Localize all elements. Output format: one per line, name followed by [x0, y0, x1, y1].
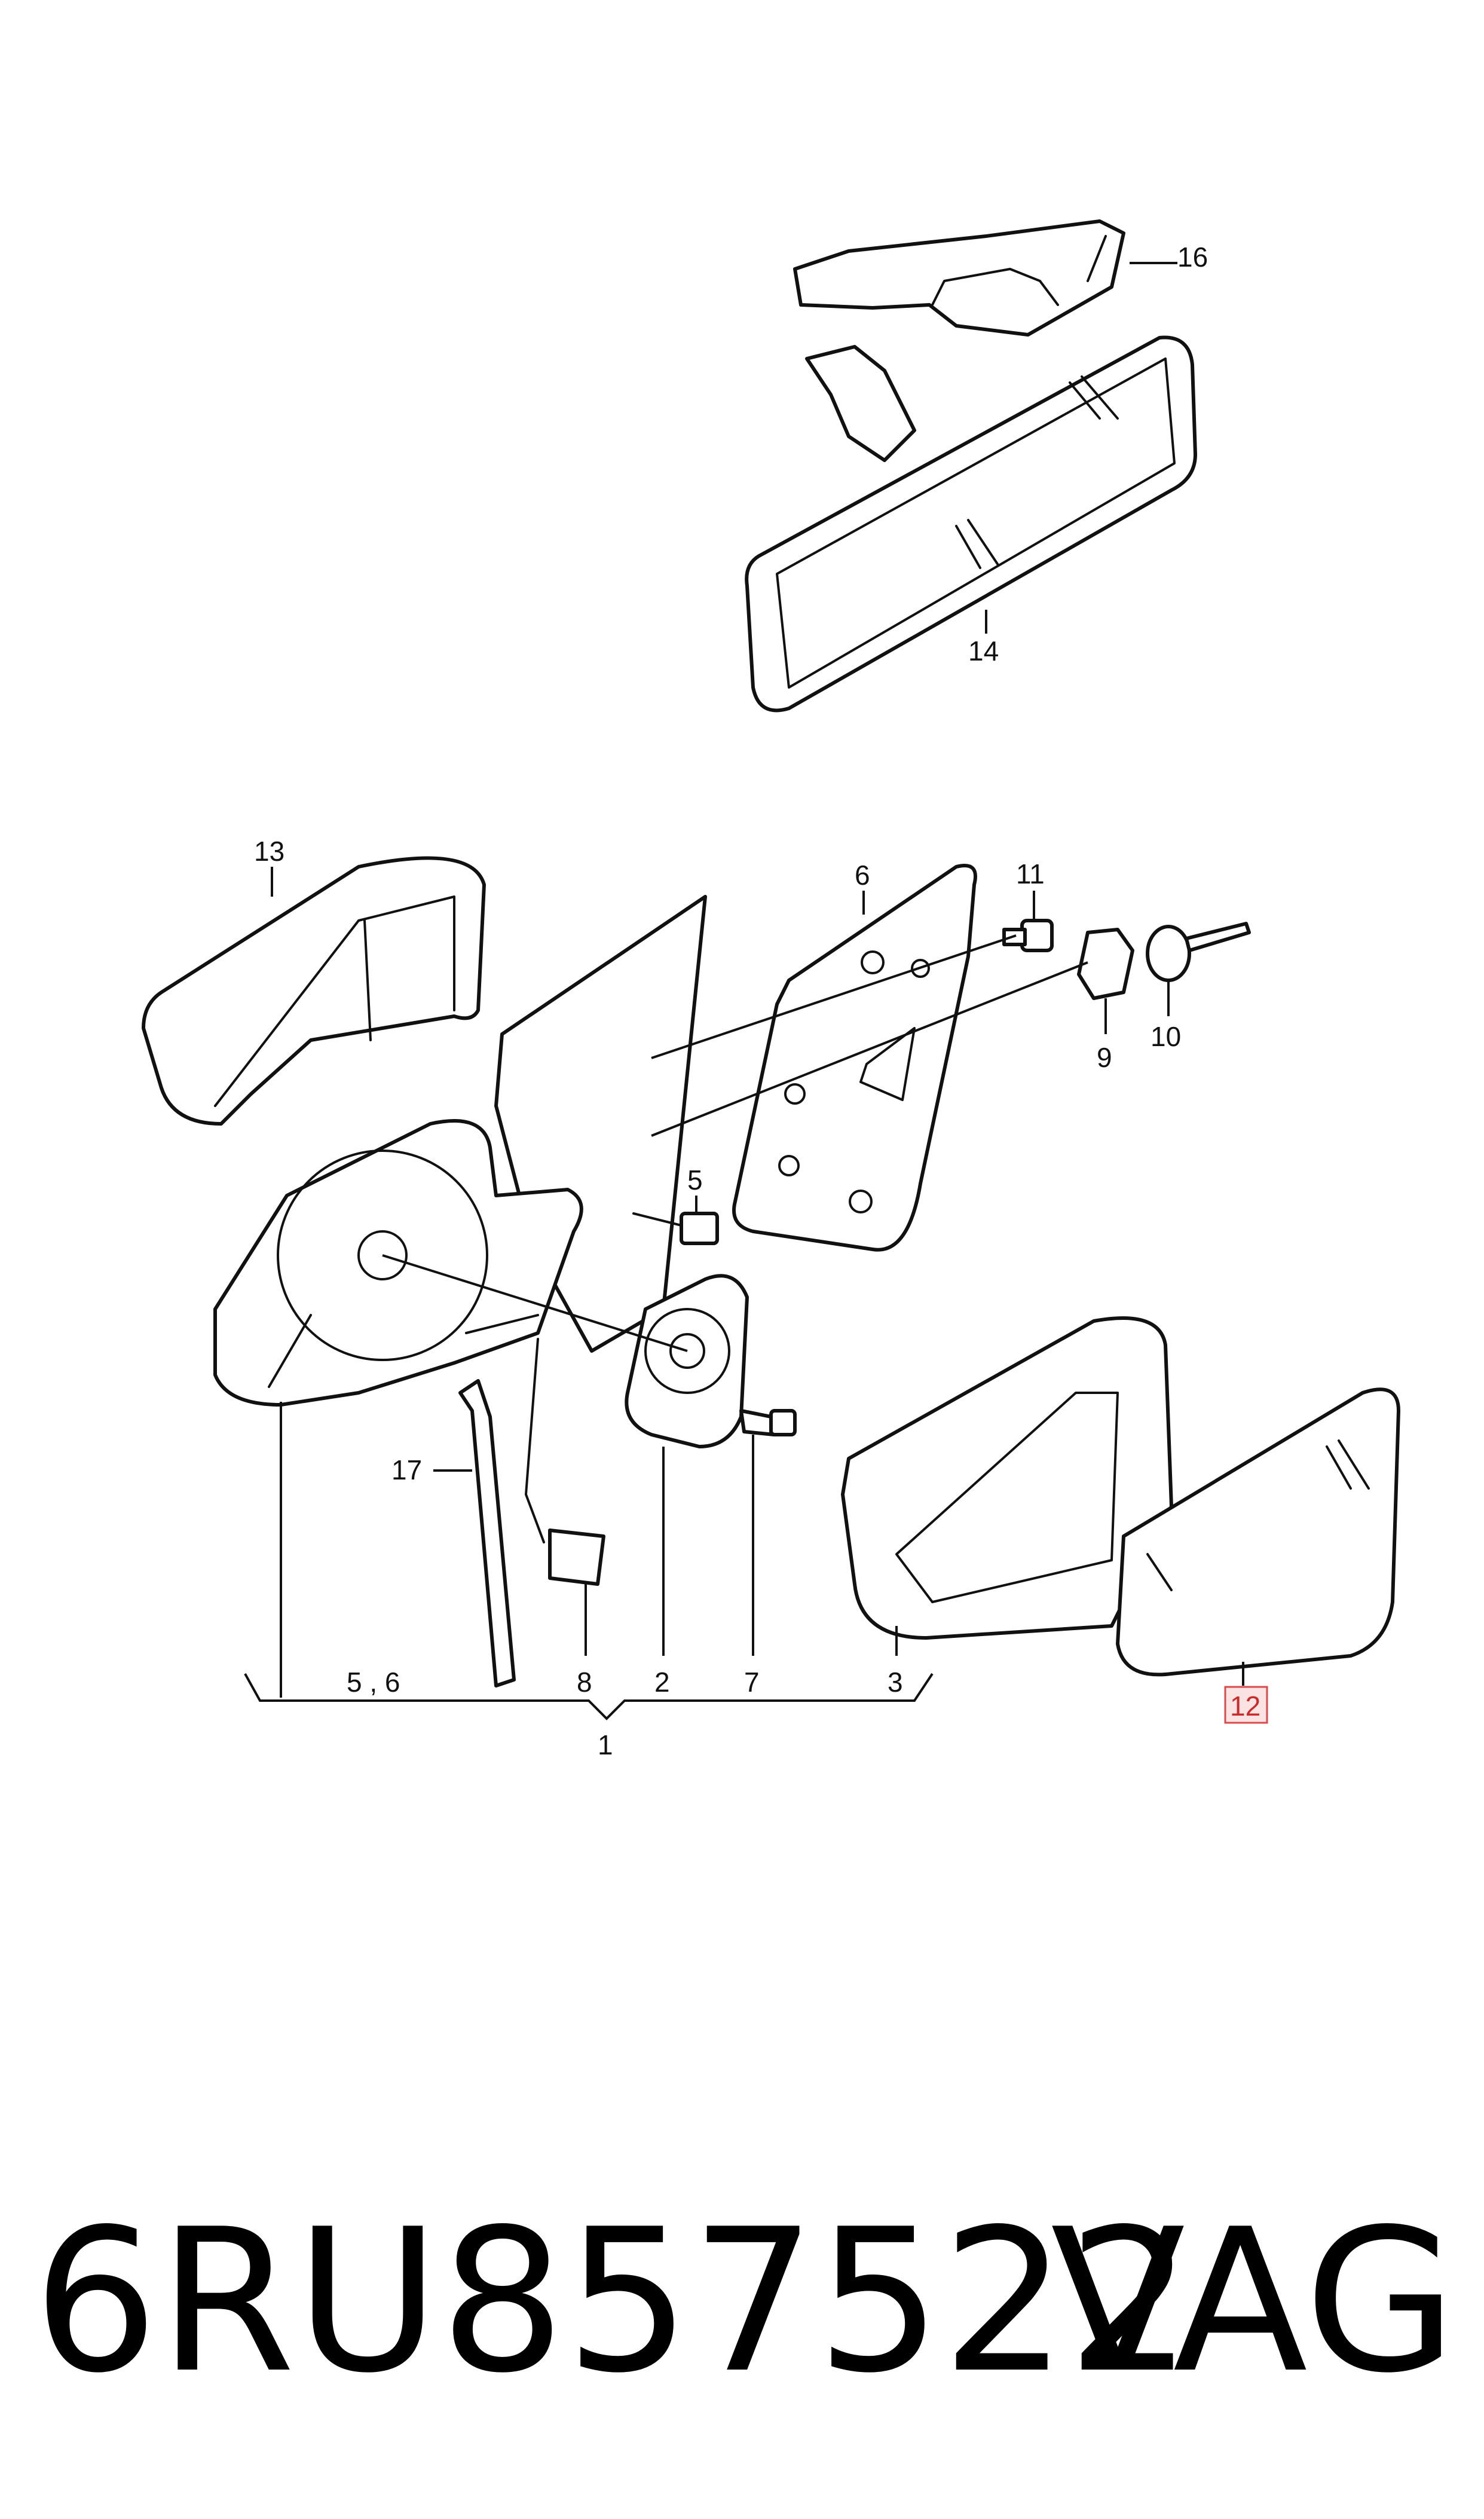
part-3-glass-surround [841, 1316, 1173, 1640]
part-8-wiring-harness [525, 1338, 605, 1586]
part-2-adjuster-motor [625, 1274, 749, 1448]
part-16-mount-cover [793, 219, 1125, 337]
exploded-parts-diagram: 16 14 13 6 11 5 9 10 17 5 , 6 8 2 7 3 12… [142, 219, 1400, 1760]
callout-7: 7 [744, 1667, 760, 1698]
callout-5: 5 [687, 1164, 703, 1196]
brand-label: VAG [1050, 2187, 1457, 2416]
part-14-rearview-mirror [745, 335, 1197, 713]
part-11-screw [1002, 919, 1054, 952]
part-7-screw [739, 1409, 797, 1436]
part-10-washer-bolt [1146, 922, 1251, 982]
callout-11: 11 [1016, 858, 1045, 889]
part-17-bracket [458, 1379, 516, 1688]
callout-12: 12 [1230, 1690, 1260, 1722]
callout-14: 14 [968, 635, 999, 667]
part-5-connector [632, 1212, 719, 1245]
part-6-base-plate [732, 864, 977, 1252]
callout-1: 1 [598, 1729, 613, 1760]
footer: 6RU857522 VAG [0, 2176, 1484, 2427]
callout-17: 17 [391, 1454, 422, 1485]
callout-3: 3 [888, 1667, 903, 1698]
callout-13: 13 [254, 836, 284, 867]
callout-6: 6 [855, 860, 870, 891]
part-13-mirror-cap [142, 856, 486, 1126]
callout-12-highlight: 12 [1224, 1686, 1268, 1724]
callout-5-6: 5 , 6 [347, 1667, 400, 1698]
part-9-nut [1077, 928, 1134, 1000]
callout-2: 2 [654, 1667, 670, 1698]
callout-10: 10 [1151, 1021, 1181, 1052]
part-number: 6RU857522 [33, 2187, 1193, 2416]
part-1-mirror-housing [213, 895, 707, 1407]
callout-16: 16 [1177, 241, 1208, 273]
part-12-mirror-glass [1116, 1387, 1400, 1677]
callout-8: 8 [577, 1667, 592, 1698]
callout-9: 9 [1097, 1042, 1112, 1073]
